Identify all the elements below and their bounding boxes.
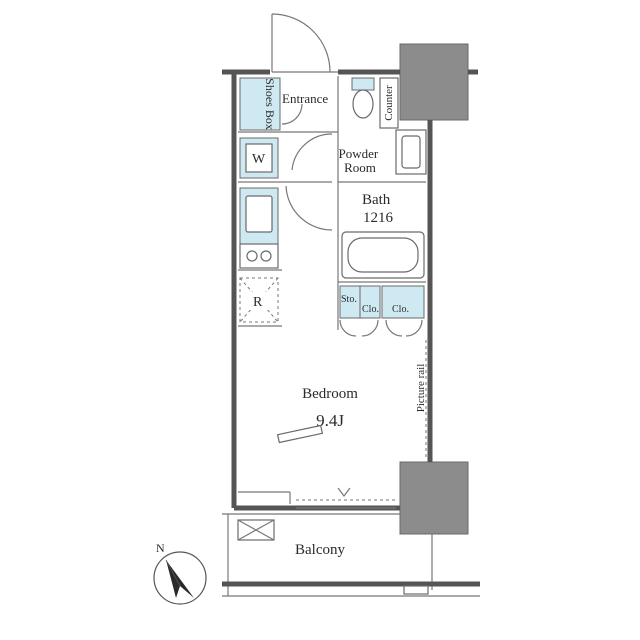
closet-1-door <box>361 319 379 337</box>
balcony-drain <box>403 585 429 595</box>
structural-column-bottom <box>399 461 469 535</box>
picture-rail-label: Picture rail <box>415 364 427 413</box>
powder-room-label: Powder Room <box>339 146 382 175</box>
bath-label: Bath 1216 <box>362 192 394 226</box>
refrigerator-space <box>239 277 279 323</box>
toilet-bowl <box>352 89 374 119</box>
counter <box>379 77 399 129</box>
storage-label: Sto. <box>341 294 357 305</box>
kitchen-sink <box>245 195 273 233</box>
balcony-window <box>238 487 396 509</box>
closet-2-door-left <box>385 319 403 337</box>
shoes-box <box>239 77 281 131</box>
powder-room-door <box>291 133 333 171</box>
north-compass: N <box>153 541 207 605</box>
air-conditioner <box>276 424 324 444</box>
bedroom-size-label: 9.4J <box>316 411 344 430</box>
washer-body <box>245 143 273 173</box>
balcony-outline <box>222 513 480 597</box>
balcony-label: Balcony <box>295 542 345 558</box>
bath-door <box>285 185 333 231</box>
toilet-tank <box>351 77 375 91</box>
north-compass-label: N <box>156 541 165 555</box>
closet-2-door-right <box>405 319 423 337</box>
burner-1 <box>246 250 258 262</box>
entrance-label: Entrance <box>282 91 328 106</box>
washer-label: W <box>252 152 266 167</box>
entrance-door <box>271 13 338 73</box>
structural-column-top <box>399 43 469 121</box>
interior-partitions <box>238 76 426 330</box>
refrigerator-label: R <box>253 295 263 310</box>
entrance-inner-door <box>281 103 303 125</box>
bathtub-basin <box>347 237 419 273</box>
bedroom-label: Bedroom <box>302 386 358 402</box>
shoes-box-label: Shoes Box <box>263 78 277 130</box>
storage-door <box>339 319 357 337</box>
cooktop <box>239 243 279 269</box>
closet-2 <box>381 285 425 319</box>
counter-label: Counter <box>383 85 395 121</box>
closet-1-label: Clo. <box>362 304 379 315</box>
vanity-basin <box>401 135 421 169</box>
closet-1 <box>359 285 381 319</box>
burner-2 <box>260 250 272 262</box>
closet-2-label: Clo. <box>392 304 409 315</box>
